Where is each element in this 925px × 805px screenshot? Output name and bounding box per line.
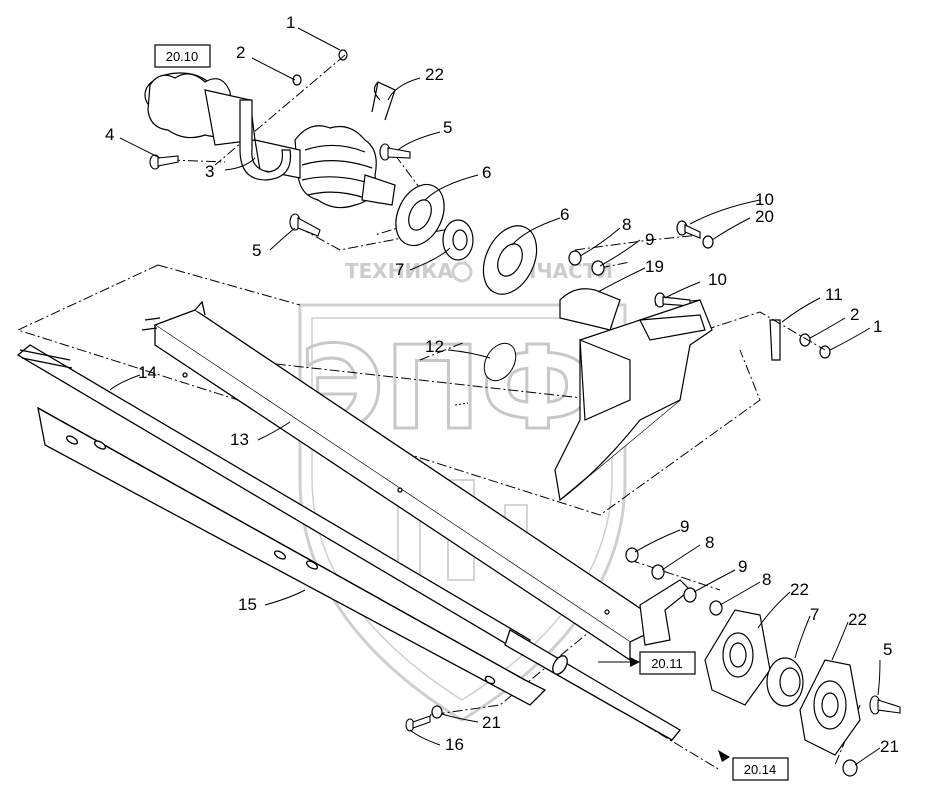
callout-number: 1: [873, 317, 882, 336]
leader-lines: [109, 27, 881, 766]
callout-number: 2: [236, 43, 245, 62]
callout-number: 10: [708, 270, 727, 289]
callout-number: 15: [238, 595, 257, 614]
callout-number: 22: [790, 580, 809, 599]
reference-box-20-10: [154, 44, 211, 68]
callout-number: 13: [230, 430, 249, 449]
callout-number: 1: [286, 13, 295, 32]
callout-number: 22: [425, 65, 444, 84]
callout-number: 9: [645, 230, 654, 249]
part-12-disc: [454, 342, 517, 406]
callout-number: 7: [810, 605, 819, 624]
gearbox-housing: [554, 299, 713, 502]
callout-number: 2: [850, 305, 859, 324]
callout-number: 8: [762, 570, 771, 589]
arrow-icon: [630, 657, 640, 667]
ring-washer-nut: [559, 220, 714, 331]
callout-number: 4: [105, 125, 114, 144]
reference-box-20-14: [732, 757, 789, 781]
callout-number: 9: [680, 517, 689, 536]
callout-number: 12: [425, 337, 444, 356]
bottom-bracket: [431, 547, 858, 777]
flange-bearing-top: [395, 183, 538, 295]
callout-numbers: 1 2 22 4 5 3 6 6 8 9 10 20 5 7 19 10 11 …: [105, 13, 899, 756]
part-13-tube: [141, 300, 667, 662]
part-15-guard: [37, 406, 547, 706]
callout-number: 21: [880, 737, 899, 756]
callout-number: 14: [138, 363, 157, 382]
callout-number: 10: [755, 190, 774, 209]
callout-number: 6: [560, 205, 569, 224]
callout-number: 6: [482, 163, 491, 182]
reference-label-20-10: 20.10: [166, 49, 199, 64]
callout-number: 5: [443, 118, 452, 137]
flange-bearing-bottom: [704, 609, 861, 756]
callout-number: 20: [755, 207, 774, 226]
callout-number: 3: [205, 162, 214, 181]
callout-number: 8: [705, 533, 714, 552]
callout-number: 21: [482, 713, 501, 732]
callout-number: 22: [848, 610, 867, 629]
reference-label-20-11: 20.11: [651, 656, 683, 671]
clips: [292, 49, 831, 361]
callout-number: 16: [445, 735, 464, 754]
callout-number: 7: [395, 260, 404, 279]
reference-boxes: 20.10 20.11 20.14: [154, 44, 789, 781]
bolt-parts: [149, 143, 901, 732]
universal-joint-bellows: [144, 72, 396, 209]
callout-number: 19: [645, 257, 664, 276]
callout-number: 9: [738, 557, 747, 576]
reference-box-20-11: [639, 651, 696, 675]
callout-number: 8: [622, 215, 631, 234]
arrow-icon: [718, 750, 730, 762]
watermark-company: ТЕХНИКА: [345, 259, 454, 283]
part-14-shaft: [16, 344, 681, 741]
callout-number: 5: [252, 241, 261, 260]
callout-number: 5: [883, 640, 892, 659]
callout-number: 11: [825, 285, 843, 304]
reference-label-20-14: 20.14: [744, 762, 777, 777]
